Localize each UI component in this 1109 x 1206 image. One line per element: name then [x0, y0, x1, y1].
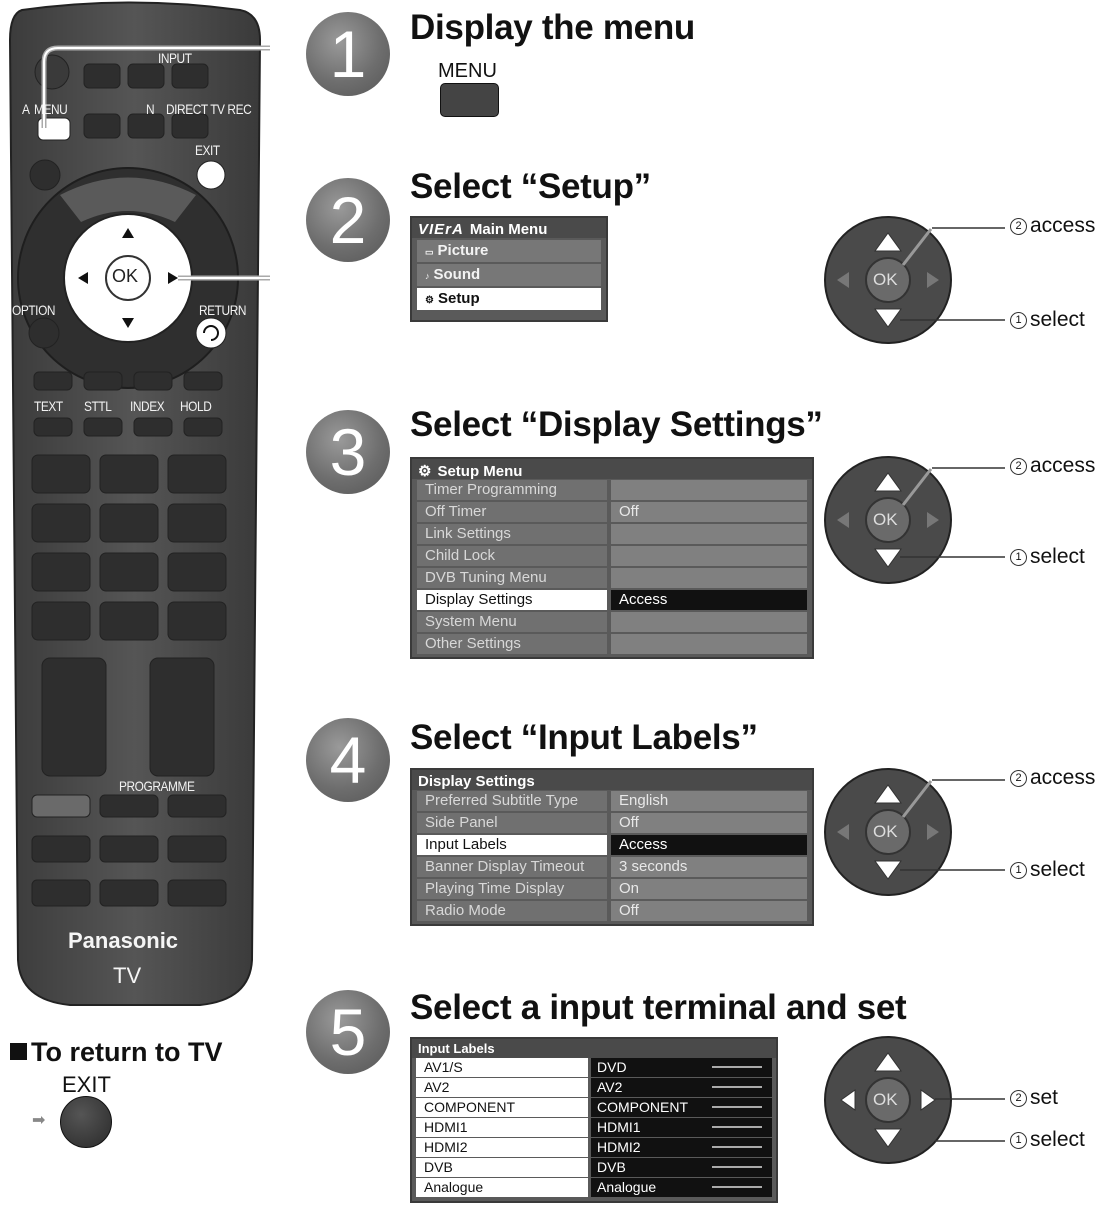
display-settings-title: Display Settings — [412, 770, 812, 790]
ok-button[interactable]: OK — [873, 510, 898, 529]
main-menu-item-setup[interactable]: ⚙Setup — [417, 288, 601, 310]
return-to-tv-title: To return to TV — [31, 1037, 223, 1067]
picture-icon: ▭ — [425, 247, 434, 257]
setup-row[interactable]: Timer Programming — [417, 479, 807, 501]
ok-button[interactable]: OK — [873, 270, 898, 289]
remote-a-label: A — [22, 101, 30, 117]
step-5-circle: 5 — [306, 990, 390, 1074]
setup-menu-icon: ⚙ — [418, 463, 432, 479]
ok-pad-step5 — [824, 1036, 952, 1164]
ok-button[interactable]: OK — [873, 822, 898, 841]
remote-model: TV — [113, 963, 142, 988]
step-5-title: Select a input terminal and set — [410, 988, 907, 1027]
step-1-title: Display the menu — [410, 8, 695, 47]
remote-index-label: INDEX — [130, 398, 165, 414]
remote-direct-tv-rec-label: DIRECT TV REC — [166, 101, 252, 117]
step-3-circle: 3 — [306, 410, 390, 494]
remote-exit-label: EXIT — [195, 142, 220, 158]
leader-lines-step3 — [900, 467, 1005, 558]
remote-hold-label: HOLD — [180, 398, 212, 414]
display-settings-menu: Display Settings Preferred Subtitle Type… — [410, 768, 814, 926]
setup-row[interactable]: Other Settings — [417, 633, 807, 655]
remote-brand: Panasonic — [68, 928, 179, 953]
step-4-circle: 4 — [306, 718, 390, 802]
remote-ok-label: OK — [112, 266, 139, 286]
viera-logo: VIErA — [418, 221, 464, 238]
step-1-circle: 1 — [306, 12, 390, 96]
exit-button-label: EXIT — [62, 1072, 111, 1097]
step-4-title: Select “Input Labels” — [410, 718, 758, 757]
step-2-title: Select “Setup” — [410, 167, 651, 206]
input-labels-title: Input Labels — [412, 1039, 776, 1058]
setup-row[interactable]: Link Settings — [417, 523, 807, 545]
setup-row[interactable]: System Menu — [417, 611, 807, 633]
step-2-circle: 2 — [306, 178, 390, 262]
arrow-right-icon: ➡ — [32, 1112, 46, 1129]
main-menu-item-picture[interactable]: ▭Picture — [417, 240, 601, 262]
remote-sttl-label: STTL — [84, 398, 112, 414]
remote-control — [8, 1, 270, 1006]
menu-button-label: MENU — [438, 60, 497, 82]
remote-option-label: OPTION — [12, 302, 56, 318]
remote-menu-label: MENU — [34, 101, 68, 117]
exit-button[interactable] — [60, 1096, 112, 1148]
menu-button[interactable] — [440, 83, 499, 117]
setup-row[interactable]: Child Lock — [417, 545, 807, 567]
square-bullet-icon — [10, 1043, 27, 1060]
step-3-title: Select “Display Settings” — [410, 405, 823, 444]
remote-n-label: N — [146, 101, 155, 117]
remote-input-label: INPUT — [158, 50, 192, 66]
setup-icon: ⚙ — [425, 295, 434, 306]
setup-menu-title: ⚙Setup Menu — [412, 459, 812, 479]
remote-return-label: RETURN — [199, 302, 247, 318]
ok-pad-step4 — [824, 768, 952, 896]
remote-programme-label: PROGRAMME — [119, 778, 195, 794]
remote-text-label: TEXT — [34, 398, 63, 414]
setup-row[interactable]: DVB Tuning Menu — [417, 567, 807, 589]
sound-icon: ♪ — [425, 271, 430, 281]
leader-lines-step4 — [900, 779, 1005, 871]
leader-lines-step5 — [935, 1098, 1005, 1142]
main-menu-item-sound[interactable]: ♪Sound — [417, 264, 601, 286]
ok-pad-step3 — [824, 456, 952, 584]
ok-button[interactable]: OK — [873, 1090, 898, 1109]
leader-lines-step2 — [900, 227, 1005, 321]
ok-pad-step2 — [824, 216, 952, 344]
return-to-tv-note: To return to TV — [10, 1037, 222, 1068]
